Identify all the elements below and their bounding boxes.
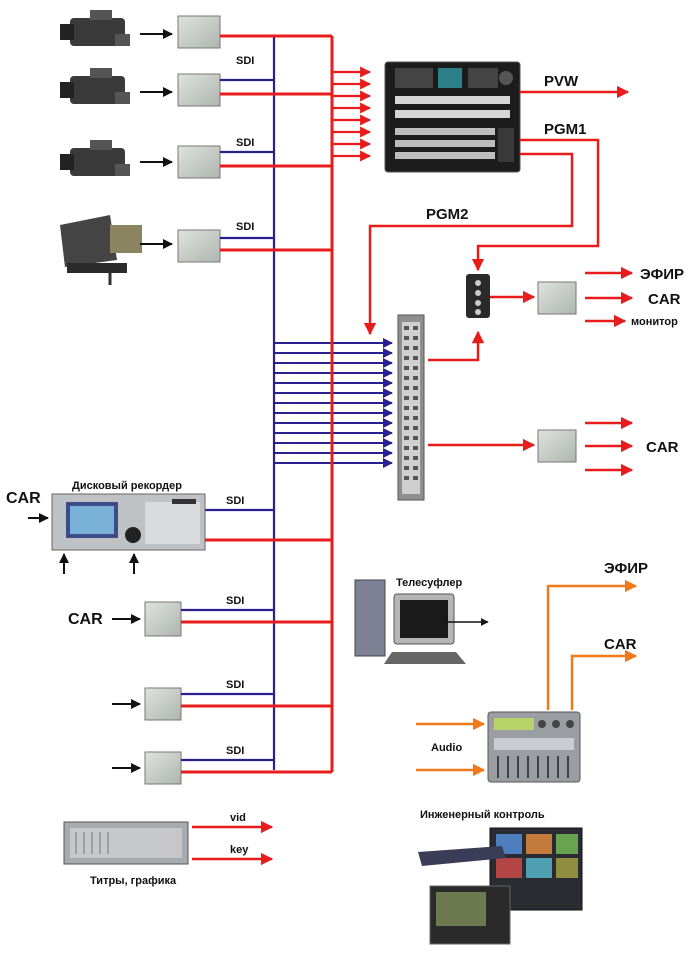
car-label: CAR	[68, 611, 103, 628]
pgm1-label: PGM1	[544, 121, 587, 138]
disk-recorder	[51, 493, 206, 551]
audio-lines	[416, 579, 638, 777]
engineering-label: Инженерный контроль	[420, 809, 545, 821]
monitor-label: монитор	[631, 316, 678, 328]
sdi-label: SDI	[236, 55, 254, 67]
sdi-label: SDI	[226, 595, 244, 607]
switcher-input-arrows	[332, 66, 372, 162]
teleprompter-pc	[354, 579, 466, 664]
key-label: key	[230, 844, 249, 856]
converter-box	[537, 429, 577, 463]
vid-label: vid	[230, 812, 246, 824]
pgm2-label: PGM2	[426, 206, 469, 223]
camera-3	[60, 140, 130, 176]
car-label: CAR	[648, 291, 681, 308]
video-router	[397, 314, 425, 501]
graphics-server	[63, 821, 189, 865]
converter-box	[537, 281, 577, 315]
disk-recorder-label: Дисковый рекордер	[72, 480, 182, 492]
audio-mixer	[487, 711, 581, 783]
efir-label: ЭФИР	[640, 266, 684, 283]
teleprompter-camera	[60, 215, 142, 285]
video-bus	[181, 34, 334, 774]
sdi-label: SDI	[226, 745, 244, 757]
car-label: CAR	[6, 490, 41, 507]
output-selector	[466, 274, 490, 318]
camera-2	[60, 68, 130, 104]
converter-box	[144, 15, 221, 785]
teleprompter-label: Телесуфлер	[396, 577, 463, 589]
efir-label: ЭФИР	[604, 560, 648, 577]
titles-label: Титры, графика	[90, 875, 177, 887]
video-switcher	[384, 61, 521, 173]
car-label: CAR	[604, 636, 637, 653]
sdi-label: SDI	[236, 221, 254, 233]
camera-1	[60, 10, 130, 46]
pvw-label: PVW	[544, 73, 579, 90]
sdi-label: SDI	[226, 495, 244, 507]
audio-label: Audio	[431, 742, 462, 754]
sdi-label: SDI	[226, 679, 244, 691]
sdi-label: SDI	[236, 137, 254, 149]
car-label: CAR	[646, 439, 679, 456]
engineering-equipment	[418, 827, 583, 945]
